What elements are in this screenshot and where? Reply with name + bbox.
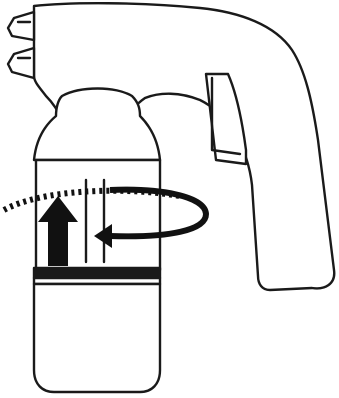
trigger-edge bbox=[210, 76, 242, 156]
push-up-arrow bbox=[38, 196, 78, 266]
twist-arrowhead bbox=[94, 224, 112, 248]
twist-arrow bbox=[2, 186, 210, 248]
gun-nozzle bbox=[6, 10, 36, 42]
container-cup bbox=[32, 282, 162, 394]
bottle-collar-band bbox=[32, 266, 162, 280]
gun-neck bbox=[32, 87, 162, 162]
trigger bbox=[204, 72, 248, 166]
gun-nozzle-lower bbox=[6, 46, 36, 80]
